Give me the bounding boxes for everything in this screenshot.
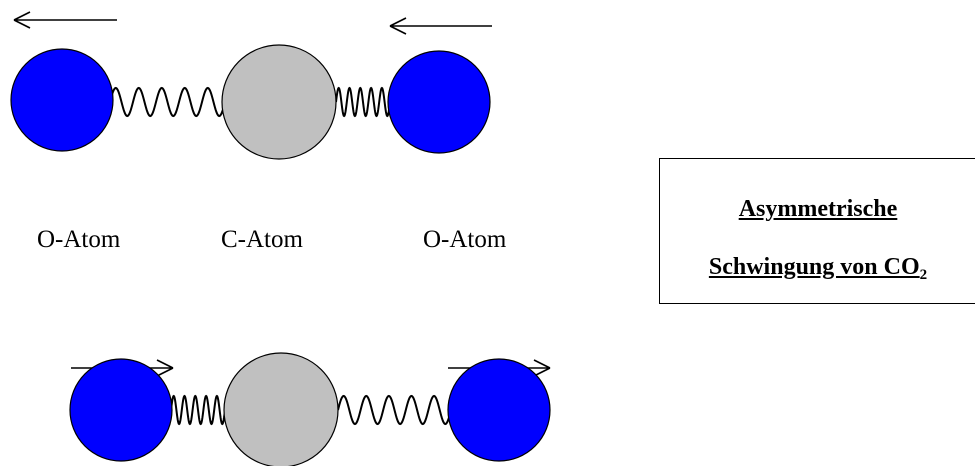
arrow-top-right (389, 17, 492, 35)
carbon-label: C-Atom (221, 226, 303, 253)
oxygen-label-left: O-Atom (37, 226, 121, 253)
molecule-bottom (69, 352, 551, 466)
spring-top-left (109, 86, 226, 118)
molecule-top (10, 11, 492, 160)
title-box: Asymmetrische Schwingung von CO2 (659, 158, 975, 304)
spring-bottom-right (337, 394, 452, 426)
oxygen-atom-bottom-left (69, 358, 173, 462)
spring-bottom-left (170, 394, 226, 426)
title-line-1: Asymmetrische (738, 196, 898, 222)
oxygen-label-right: O-Atom (423, 226, 507, 253)
spring-top-right (335, 86, 391, 118)
arrow-top-left (13, 11, 117, 29)
oxygen-atom-top-right (387, 50, 491, 154)
title-subscript: 2 (919, 267, 928, 283)
carbon-atom-bottom (223, 352, 339, 466)
oxygen-atom-top-left (10, 48, 114, 152)
oxygen-atom-bottom-right (447, 358, 551, 462)
carbon-atom-top (221, 44, 337, 160)
title-line-2: Schwingung von CO2 (660, 254, 975, 283)
title-line-2-text: Schwingung von CO (708, 254, 920, 280)
